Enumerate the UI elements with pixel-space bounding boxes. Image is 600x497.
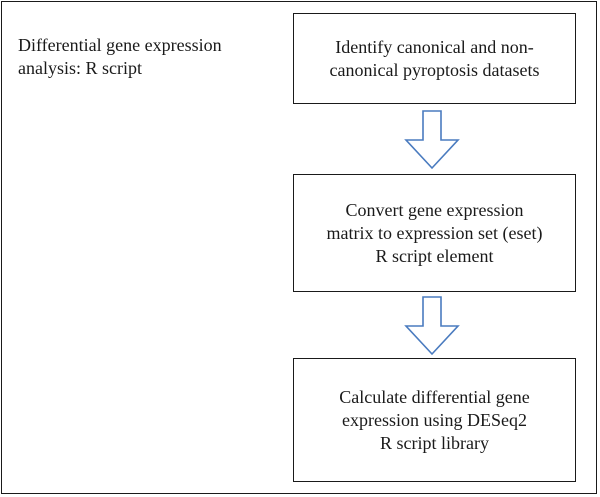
- step-1-line-1: Identify canonical and non-: [335, 36, 534, 57]
- step-box-deseq2: Calculate differential gene expression u…: [293, 358, 576, 482]
- step-2-line-2: matrix to expression set (eset): [326, 222, 543, 243]
- step-3-line-2: expression using DESeq2: [342, 409, 527, 430]
- down-arrow-shape: [404, 296, 460, 356]
- down-arrow-icon: [404, 296, 460, 356]
- diagram-title: Differential gene expression analysis: R…: [18, 34, 268, 80]
- step-2-line-3: R script element: [375, 245, 494, 266]
- step-box-identify-datasets: Identify canonical and non- canonical py…: [293, 13, 576, 104]
- step-3-line-1: Calculate differential gene: [339, 386, 530, 407]
- step-3-line-3: R script library: [380, 432, 489, 453]
- step-2-text: Convert gene expression matrix to expres…: [327, 199, 543, 268]
- diagram-title-line-2: analysis: R script: [18, 58, 142, 78]
- step-3-text: Calculate differential gene expression u…: [339, 386, 530, 455]
- down-arrow-icon: [404, 110, 460, 170]
- step-1-text: Identify canonical and non- canonical py…: [330, 36, 540, 82]
- step-2-line-1: Convert gene expression: [345, 199, 524, 220]
- down-arrow-shape: [404, 110, 460, 170]
- diagram-title-line-1: Differential gene expression: [18, 35, 222, 55]
- step-box-convert-eset: Convert gene expression matrix to expres…: [293, 174, 576, 292]
- step-1-line-2: canonical pyroptosis datasets: [329, 59, 540, 80]
